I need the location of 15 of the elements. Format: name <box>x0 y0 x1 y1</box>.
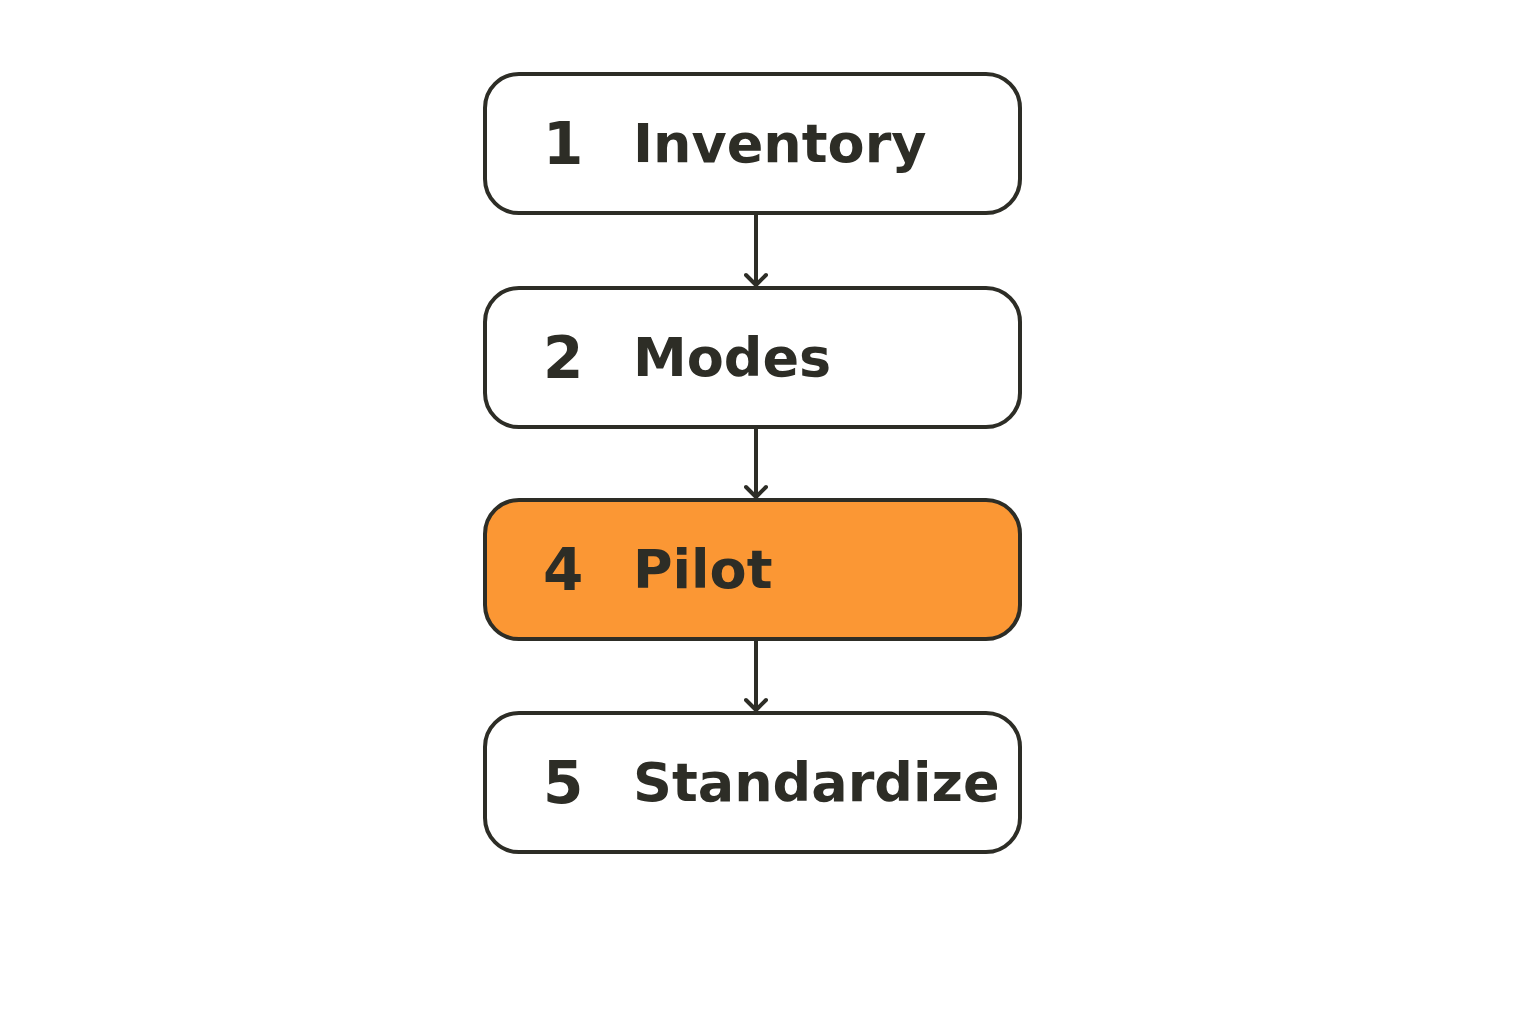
step-number: 4 <box>543 540 584 599</box>
arrow <box>744 641 768 712</box>
step-label: Modes <box>633 330 832 385</box>
arrow <box>744 429 768 499</box>
step-label: Inventory <box>633 116 927 171</box>
step-number: 2 <box>543 328 584 387</box>
step-label: Standardize <box>633 755 1000 810</box>
step-box <box>483 286 1022 429</box>
step-box <box>483 711 1022 854</box>
step-number: 1 <box>543 114 584 173</box>
arrow <box>744 215 768 287</box>
step-box <box>483 72 1022 215</box>
step-label: Pilot <box>633 542 773 597</box>
step-number: 5 <box>543 753 584 812</box>
step-box <box>483 498 1022 641</box>
